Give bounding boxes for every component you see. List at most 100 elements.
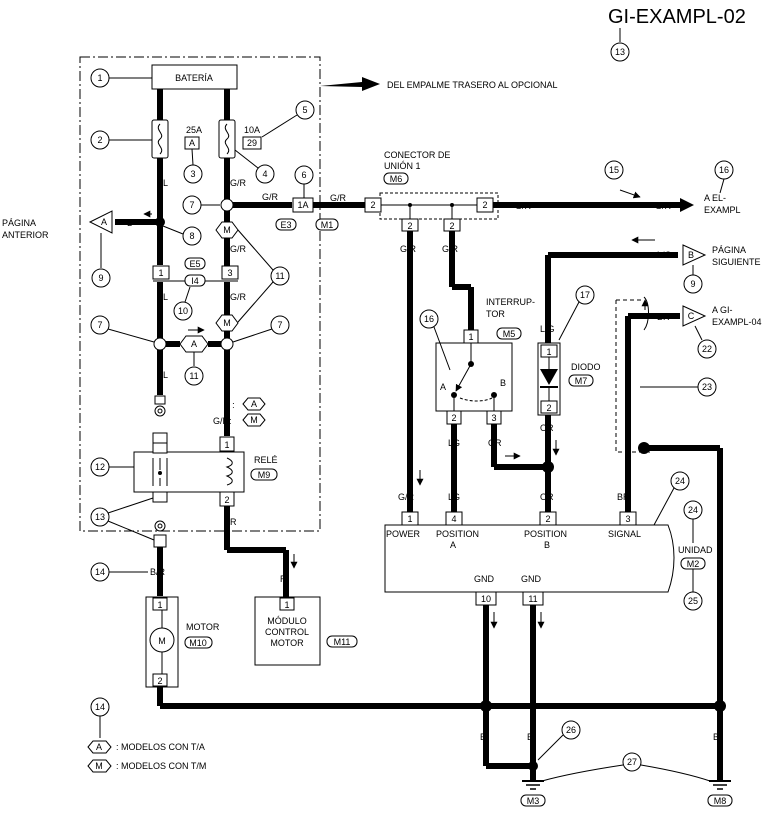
wire-gr-10: G/R xyxy=(442,244,459,254)
wire-lslashg-2: L/G xyxy=(540,324,555,334)
svg-text:A: A xyxy=(96,742,102,752)
wire-r-1: R xyxy=(230,517,237,527)
wire-l-1: L xyxy=(163,178,168,188)
page-connector-c: C xyxy=(682,305,707,327)
svg-text:6: 6 xyxy=(301,170,306,180)
wire-or-1: OR xyxy=(488,438,502,448)
svg-text:B: B xyxy=(688,250,694,260)
connector-m1: M1 xyxy=(321,220,334,230)
unit-label: UNIDAD xyxy=(678,545,713,555)
pin-1a: 1A xyxy=(297,200,308,210)
next-page-label-2: SIGUIENTE xyxy=(712,257,761,267)
wire-l-colon: L : xyxy=(225,400,235,410)
callout-13: 13 xyxy=(90,497,155,541)
ground-m3: M3 xyxy=(520,780,546,807)
fuse-25a-letter: A xyxy=(189,138,195,148)
joint-connector-1: CONECTOR DE UNIÓN 1 M6 2 2 2 2 xyxy=(364,150,499,232)
svg-text:2: 2 xyxy=(545,514,550,524)
wire-b-2: B xyxy=(527,732,533,742)
svg-text:10: 10 xyxy=(481,594,491,604)
wire-lg-2: LG xyxy=(448,492,460,502)
wire-l-3: L xyxy=(163,370,168,380)
switch-label-1: INTERRUP- xyxy=(486,297,535,307)
module-label-2: CONTROL xyxy=(265,627,309,637)
next-page-label-1: PÁGINA xyxy=(712,245,746,255)
relay-label: RELÉ xyxy=(254,455,278,465)
unit-position-b-label-2: B xyxy=(544,540,550,550)
svg-text:1: 1 xyxy=(157,600,162,610)
svg-text:M: M xyxy=(223,318,231,328)
battery-label: BATERÍA xyxy=(175,73,213,83)
legend-a: A : MODELOS CON T/A xyxy=(87,740,205,754)
unit-position-a-label-2: A xyxy=(450,540,456,550)
unit-gnd-label-2: GND xyxy=(521,574,542,584)
diamond-a-legend-ref: A xyxy=(242,397,266,411)
svg-text:11: 11 xyxy=(275,271,284,281)
callout-2: 2 xyxy=(90,130,152,150)
callout-11-bottom: 11 xyxy=(184,352,204,386)
wire-gr-4: G/R xyxy=(230,292,247,302)
switch-connector: M5 xyxy=(503,329,516,339)
diode-label: DIODO xyxy=(571,362,601,372)
motor: 1 2 M MOTOR M10 xyxy=(145,596,220,688)
wire-gr-6: G/R xyxy=(515,201,532,211)
to-gi-label-1: A GI- xyxy=(712,305,733,315)
callout-24: 24 xyxy=(683,500,703,543)
svg-text:9: 9 xyxy=(98,273,103,283)
svg-text:2: 2 xyxy=(546,403,551,413)
legend-a-text: : MODELOS CON T/A xyxy=(116,742,205,752)
callout-9-right: 9 xyxy=(683,265,703,294)
wire-gr-1: G/R xyxy=(230,178,247,188)
switch: INTERRUP- TOR M5 1 2 3 A B xyxy=(435,297,535,425)
svg-text:2: 2 xyxy=(451,413,456,423)
svg-text:M: M xyxy=(223,225,231,235)
page-connector-b: B xyxy=(682,244,707,266)
callout-11-top: 11 xyxy=(237,229,290,323)
svg-text:25: 25 xyxy=(688,596,698,606)
wire-lslashg-1: L/G xyxy=(657,250,672,260)
wire-gr-7: G/R xyxy=(655,201,672,211)
wire-br-motor: B/R xyxy=(150,567,166,577)
diamond-m-top: M xyxy=(215,221,239,239)
callout-20: 16 xyxy=(714,160,734,194)
callout-14: 14 xyxy=(90,562,148,582)
prev-page-label-1: PÁGINA xyxy=(2,218,36,228)
unit-connector: M2 xyxy=(687,559,700,569)
svg-text:2: 2 xyxy=(407,221,412,231)
svg-text:27: 27 xyxy=(627,757,637,767)
callout-26: 26 xyxy=(537,720,581,761)
svg-text:13: 13 xyxy=(95,512,105,522)
connector-e5-left xyxy=(152,265,170,280)
svg-text:1: 1 xyxy=(224,440,229,450)
prev-page-label-2: ANTERIOR xyxy=(2,230,49,240)
callout-10: 10 xyxy=(173,286,193,321)
diamond-m-legend-ref: M xyxy=(242,413,266,427)
wire-gr-3: G/R xyxy=(230,244,247,254)
switch-label-2: TOR xyxy=(486,309,505,319)
from-junction-arrow: DEL EMPALME TRASERO AL OPCIONAL xyxy=(320,77,558,91)
callout-9-left: 9 xyxy=(91,233,111,288)
callout-23: 24 xyxy=(653,471,690,526)
wire-gr-colon: G/R: xyxy=(213,416,232,426)
connector-i4: I4 xyxy=(191,276,199,286)
svg-text:C: C xyxy=(688,311,695,321)
svg-text:12: 12 xyxy=(95,462,105,472)
svg-text:2: 2 xyxy=(370,200,375,210)
callout-7-left: 7 xyxy=(90,315,155,343)
svg-text:16: 16 xyxy=(424,314,434,324)
svg-text:3: 3 xyxy=(491,413,496,423)
svg-text:14: 14 xyxy=(95,702,105,712)
svg-text:17: 17 xyxy=(580,290,590,300)
wire-gr-2: G/R xyxy=(262,192,279,202)
motor-control-module: 1 MÓDULO CONTROL MOTOR M11 xyxy=(254,596,358,666)
wire-gr-9: G/R xyxy=(398,492,415,502)
connector-e3: E3 xyxy=(280,220,291,230)
wire-b-3: B xyxy=(713,732,719,742)
wire-l-left: L xyxy=(127,218,132,228)
to-el-label-1: A EL- xyxy=(704,193,726,203)
callout-4: 4 xyxy=(234,149,275,184)
svg-text:3: 3 xyxy=(625,514,630,524)
unit-position-b-label: POSITION xyxy=(524,529,567,539)
module-connector: M11 xyxy=(334,637,351,647)
diode-connector: M7 xyxy=(575,376,588,386)
